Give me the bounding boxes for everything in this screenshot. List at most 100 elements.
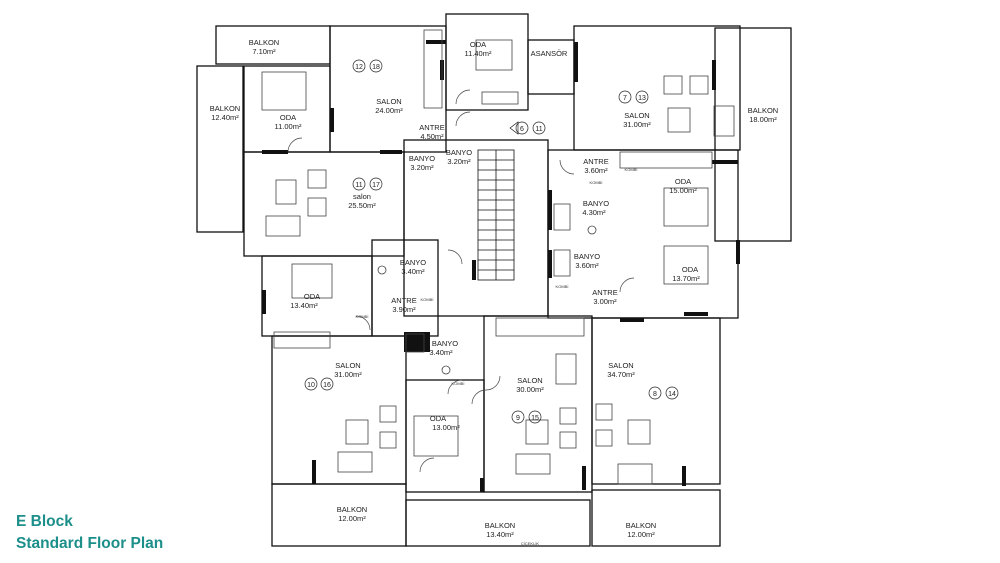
table-icon (275, 179, 297, 205)
room-area: 3.20m² (410, 163, 434, 172)
boiler-label: KOMBİ (452, 381, 465, 386)
kitchen-counter (495, 317, 585, 337)
bed-icon (413, 415, 459, 457)
unit-number: 9 (516, 415, 520, 422)
room-area: 4.30m² (582, 208, 606, 217)
room-name: BALKON (249, 38, 279, 47)
unit-number: 13 (638, 95, 646, 102)
room-area: 3.90m² (392, 305, 416, 314)
room-name: SALON (376, 97, 401, 106)
unit-number: 15 (531, 415, 539, 422)
room-labels: BALKON 7.10m² BALKON 12.40m² ODA 11.00m²… (210, 38, 778, 546)
room-area: 13.00m² (432, 423, 460, 432)
armchair-icon (379, 405, 397, 423)
room-name: SALON (608, 361, 633, 370)
boiler-label: KOMBİ (590, 180, 603, 185)
armchair-icon (307, 169, 327, 189)
bed-icon (475, 39, 513, 71)
sofa-icon (713, 105, 735, 137)
room-area: 4.50m² (420, 132, 444, 141)
table-icon (525, 419, 549, 445)
dining-table-icon (555, 353, 577, 385)
unit-badges (304, 59, 679, 424)
room-name: ODA (430, 414, 446, 423)
armchair-icon (559, 431, 577, 449)
toilet-icon (377, 265, 387, 275)
toilet-icon (441, 365, 451, 375)
room-name: BANYO (574, 252, 600, 261)
room-area: 18.00m² (749, 115, 777, 124)
room-area: 3.20m² (447, 157, 471, 166)
boiler-label: KOMBİ (556, 284, 569, 289)
room-area: 7.10m² (252, 47, 276, 56)
room-area: 11.40m² (465, 49, 492, 58)
kitchen-counter (619, 151, 713, 169)
room-name: ANTRE (592, 288, 617, 297)
room-area: 11.00m² (275, 122, 302, 131)
room-area: 13.70m² (672, 274, 700, 283)
room-name: ANTRE (583, 157, 608, 166)
table-icon (345, 419, 369, 445)
kitchen-counter (423, 29, 443, 109)
room-name: SALON (624, 111, 649, 120)
room-name: SALON (517, 376, 542, 385)
unit-number: 10 (307, 382, 315, 389)
shower-icon (405, 333, 425, 353)
bed-icon (291, 263, 333, 299)
unit-number: 18 (372, 64, 380, 71)
bed-icon (663, 245, 709, 285)
thick-walls (262, 40, 740, 492)
table-icon (627, 419, 651, 445)
room-area: 12.00m² (338, 514, 366, 523)
room-area: 3.40m² (429, 348, 453, 357)
room-area: 30.00m² (516, 385, 544, 394)
boiler-label: KOMBİ (356, 314, 369, 319)
doors (287, 89, 635, 473)
unit-number: 7 (623, 95, 627, 102)
furniture (261, 29, 735, 485)
sofa-icon (265, 215, 301, 237)
room-name: ANTRE (391, 296, 416, 305)
armchair-icon (595, 429, 613, 447)
kitchen-counter (273, 331, 331, 349)
room-name: BALKON (748, 106, 778, 115)
unit-number: 11 (535, 126, 542, 133)
unit-number: 12 (355, 64, 363, 71)
room-area: 12.40m² (211, 113, 239, 122)
room-area: 3.40m² (401, 267, 425, 276)
room-area: 3.00m² (593, 297, 617, 306)
room-name: ODA (470, 40, 486, 49)
boiler-label: KOMBİ (625, 167, 638, 172)
room-name: BANYO (400, 258, 426, 267)
staircase (477, 149, 515, 281)
armchair-icon (379, 431, 397, 449)
room-area: 34.70m² (607, 370, 635, 379)
room-name: BANYO (583, 199, 609, 208)
room-area: 3.60m² (575, 261, 599, 270)
bed-icon (261, 71, 307, 111)
room-area: 31.00m² (623, 120, 651, 129)
room-area: 12.00m² (627, 530, 655, 539)
room-name: ODA (682, 265, 698, 274)
unit-number: 16 (323, 382, 331, 389)
room-area: 24.00m² (375, 106, 403, 115)
unit-badge-numbers: 12 18 7 13 6 11 11 17 10 16 9 15 8 14 (307, 64, 676, 422)
room-name: BANYO (409, 154, 435, 163)
table-icon (667, 107, 691, 133)
room-name: ODA (280, 113, 296, 122)
plan-subtitle: Standard Floor Plan (16, 535, 164, 552)
kitchen-counter (481, 91, 519, 105)
armchair-icon (689, 75, 709, 95)
room-name: ODA (304, 292, 320, 301)
armchair-icon (595, 403, 613, 421)
unit-number: 11 (355, 182, 362, 189)
room-area: 31.00m² (334, 370, 362, 379)
room-name: BALKON (485, 521, 515, 530)
direction-arrow-icon (509, 121, 519, 135)
unit-number: 8 (653, 391, 657, 398)
boiler-label: KOMBİ (421, 297, 434, 302)
room-name: SALON (335, 361, 360, 370)
room-name: BALKON (210, 104, 240, 113)
